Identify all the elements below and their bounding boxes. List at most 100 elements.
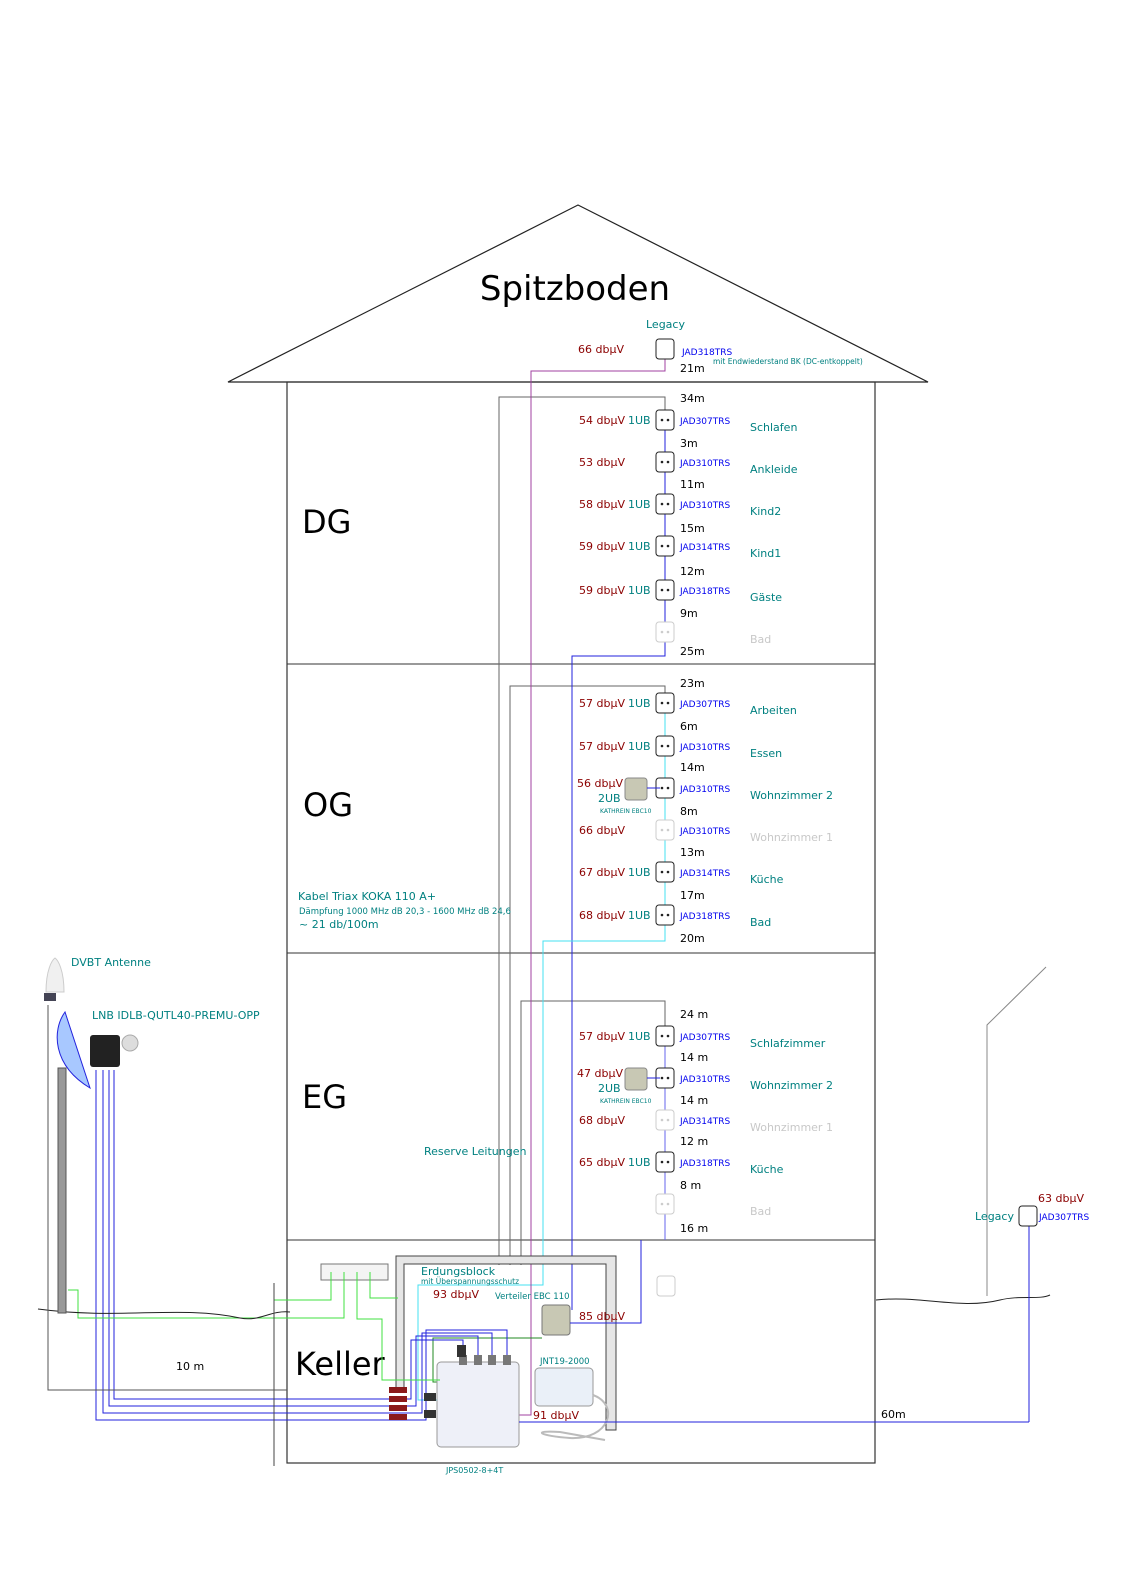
outlet-pin [660, 418, 664, 422]
legacy-outside-outlet[interactable] [1018, 1205, 1038, 1227]
grounding-sublabel: mit Überspannungsschutz [421, 1277, 519, 1286]
signal-level: 57 dbµV [579, 740, 625, 753]
wall-outlet[interactable] [655, 861, 675, 883]
outlet-pin [660, 1160, 664, 1164]
outlet-pin [666, 1202, 670, 1206]
lnb-feedhorn [121, 1034, 139, 1052]
room-name: Kind2 [750, 505, 781, 518]
attic-outlet[interactable] [655, 338, 675, 360]
wall-outlet[interactable] [655, 692, 675, 714]
reserve-label: Reserve Leitungen [424, 1145, 526, 1158]
floor-label-attic: Spitzboden [480, 269, 670, 309]
cable-dg [498, 396, 666, 1265]
ub-count: 1UB [628, 697, 651, 710]
attic-model: JAD318TRS [681, 348, 733, 358]
outlet-pin [666, 744, 670, 748]
room-name: Wohnzimmer 2 [750, 1079, 833, 1092]
signal-level: 58 dbµV [579, 498, 625, 511]
wall-outlet[interactable] [655, 535, 675, 557]
splitter-level: 85 dbµV [579, 1310, 625, 1323]
splitter-ebc110-icon [541, 1304, 571, 1336]
keller-spare-outlet[interactable] [656, 1275, 676, 1297]
ub-count: 1UB [628, 909, 651, 922]
cable-dg-return [571, 640, 666, 1310]
outlet-model: JAD307TRS [679, 1033, 731, 1043]
signal-level: 66 dbµV [579, 824, 625, 837]
attic-note: mit Endwiederstand BK (DC-entkoppelt) [713, 357, 863, 366]
wall-outlet[interactable] [655, 735, 675, 757]
signal-level: 68 dbµV [579, 1114, 625, 1127]
outlet-pin [666, 460, 670, 464]
outlet-model: JAD314TRS [679, 543, 731, 553]
outlet-pin [666, 502, 670, 506]
grounding-rail [395, 1255, 617, 1431]
satellite-dish-icon [56, 1010, 91, 1090]
cable-length: 23m [680, 677, 705, 690]
room-name: Bad [750, 916, 771, 929]
signal-level: 68 dbµV [579, 909, 625, 922]
outlet-model: JAD314TRS [679, 869, 731, 879]
outside-dist: 10 m [176, 1360, 204, 1373]
dvbt-distributor [320, 1263, 389, 1281]
wall-outlet[interactable] [655, 451, 675, 473]
lnb-cables [95, 1070, 508, 1421]
wall-outlet[interactable] [655, 409, 675, 431]
room-name: Wohnzimmer 1 [750, 831, 833, 844]
outlet-pin [660, 544, 664, 548]
floor-label-dg: DG [302, 503, 351, 541]
ub-count: 1UB [628, 1030, 651, 1043]
room-name: Bad [750, 633, 771, 646]
ub-count: 1UB [628, 866, 651, 879]
cable-length: 15m [680, 522, 705, 535]
wall-outlet[interactable] [655, 904, 675, 926]
wall-outlet[interactable] [655, 621, 675, 643]
kathrein-splitter-icon [624, 777, 648, 801]
cable-length: 8m [680, 805, 698, 818]
wall-outlet[interactable] [655, 1109, 675, 1131]
psu-jnt19[interactable] [534, 1367, 594, 1407]
outlet-pin [660, 828, 664, 832]
ub-count: 1UB [628, 1156, 651, 1169]
attic-dist: 21m [680, 362, 705, 375]
cable-length: 13m [680, 846, 705, 859]
wall-outlet[interactable] [655, 579, 675, 601]
outlet-pin [660, 744, 664, 748]
outlet-pin [666, 544, 670, 548]
wall-outlet[interactable] [655, 819, 675, 841]
cable-og [509, 685, 666, 1265]
splitter-model: KATHREIN EBC10 [600, 1098, 652, 1105]
dvbt-cables [68, 1272, 440, 1381]
wall-outlet[interactable] [655, 493, 675, 515]
outlet-pin [660, 1202, 664, 1206]
outlet-pin [666, 1118, 670, 1122]
cable-eg [520, 1000, 666, 1265]
ground-line-right [875, 1294, 1051, 1305]
multiswitch-ports [424, 1345, 511, 1418]
outlet-pin [660, 1076, 664, 1080]
outlet-pin [666, 1160, 670, 1164]
cable-length: 24 m [680, 1008, 708, 1021]
multiswitch[interactable] [436, 1361, 520, 1448]
wall-outlet[interactable] [655, 1025, 675, 1047]
signal-level: 53 dbµV [579, 456, 625, 469]
cable-length: 20m [680, 932, 705, 945]
cable-damping: Dämpfung 1000 MHz dB 20,3 - 1600 MHz dB … [299, 907, 511, 917]
signal-level: 57 dbµV [579, 697, 625, 710]
outlet-model: JAD310TRS [679, 743, 731, 753]
surge-protectors [389, 1387, 407, 1420]
signal-level: 57 dbµV [579, 1030, 625, 1043]
dvbt-antenna-icon [45, 957, 65, 993]
multiswitch-label: JPS0502-8+4T [445, 1466, 503, 1475]
outlet-pin [666, 1076, 670, 1080]
wall-outlet[interactable] [655, 1151, 675, 1173]
outlet-pin [666, 630, 670, 634]
outlet-model: JAD310TRS [679, 459, 731, 469]
outlet-pin [660, 630, 664, 634]
outlet-pin [666, 588, 670, 592]
wall-outlet[interactable] [655, 1193, 675, 1215]
outlet-model: JAD314TRS [679, 1117, 731, 1127]
outlet-pin [660, 870, 664, 874]
cable-length: 12 m [680, 1135, 708, 1148]
outlet-pin [666, 870, 670, 874]
